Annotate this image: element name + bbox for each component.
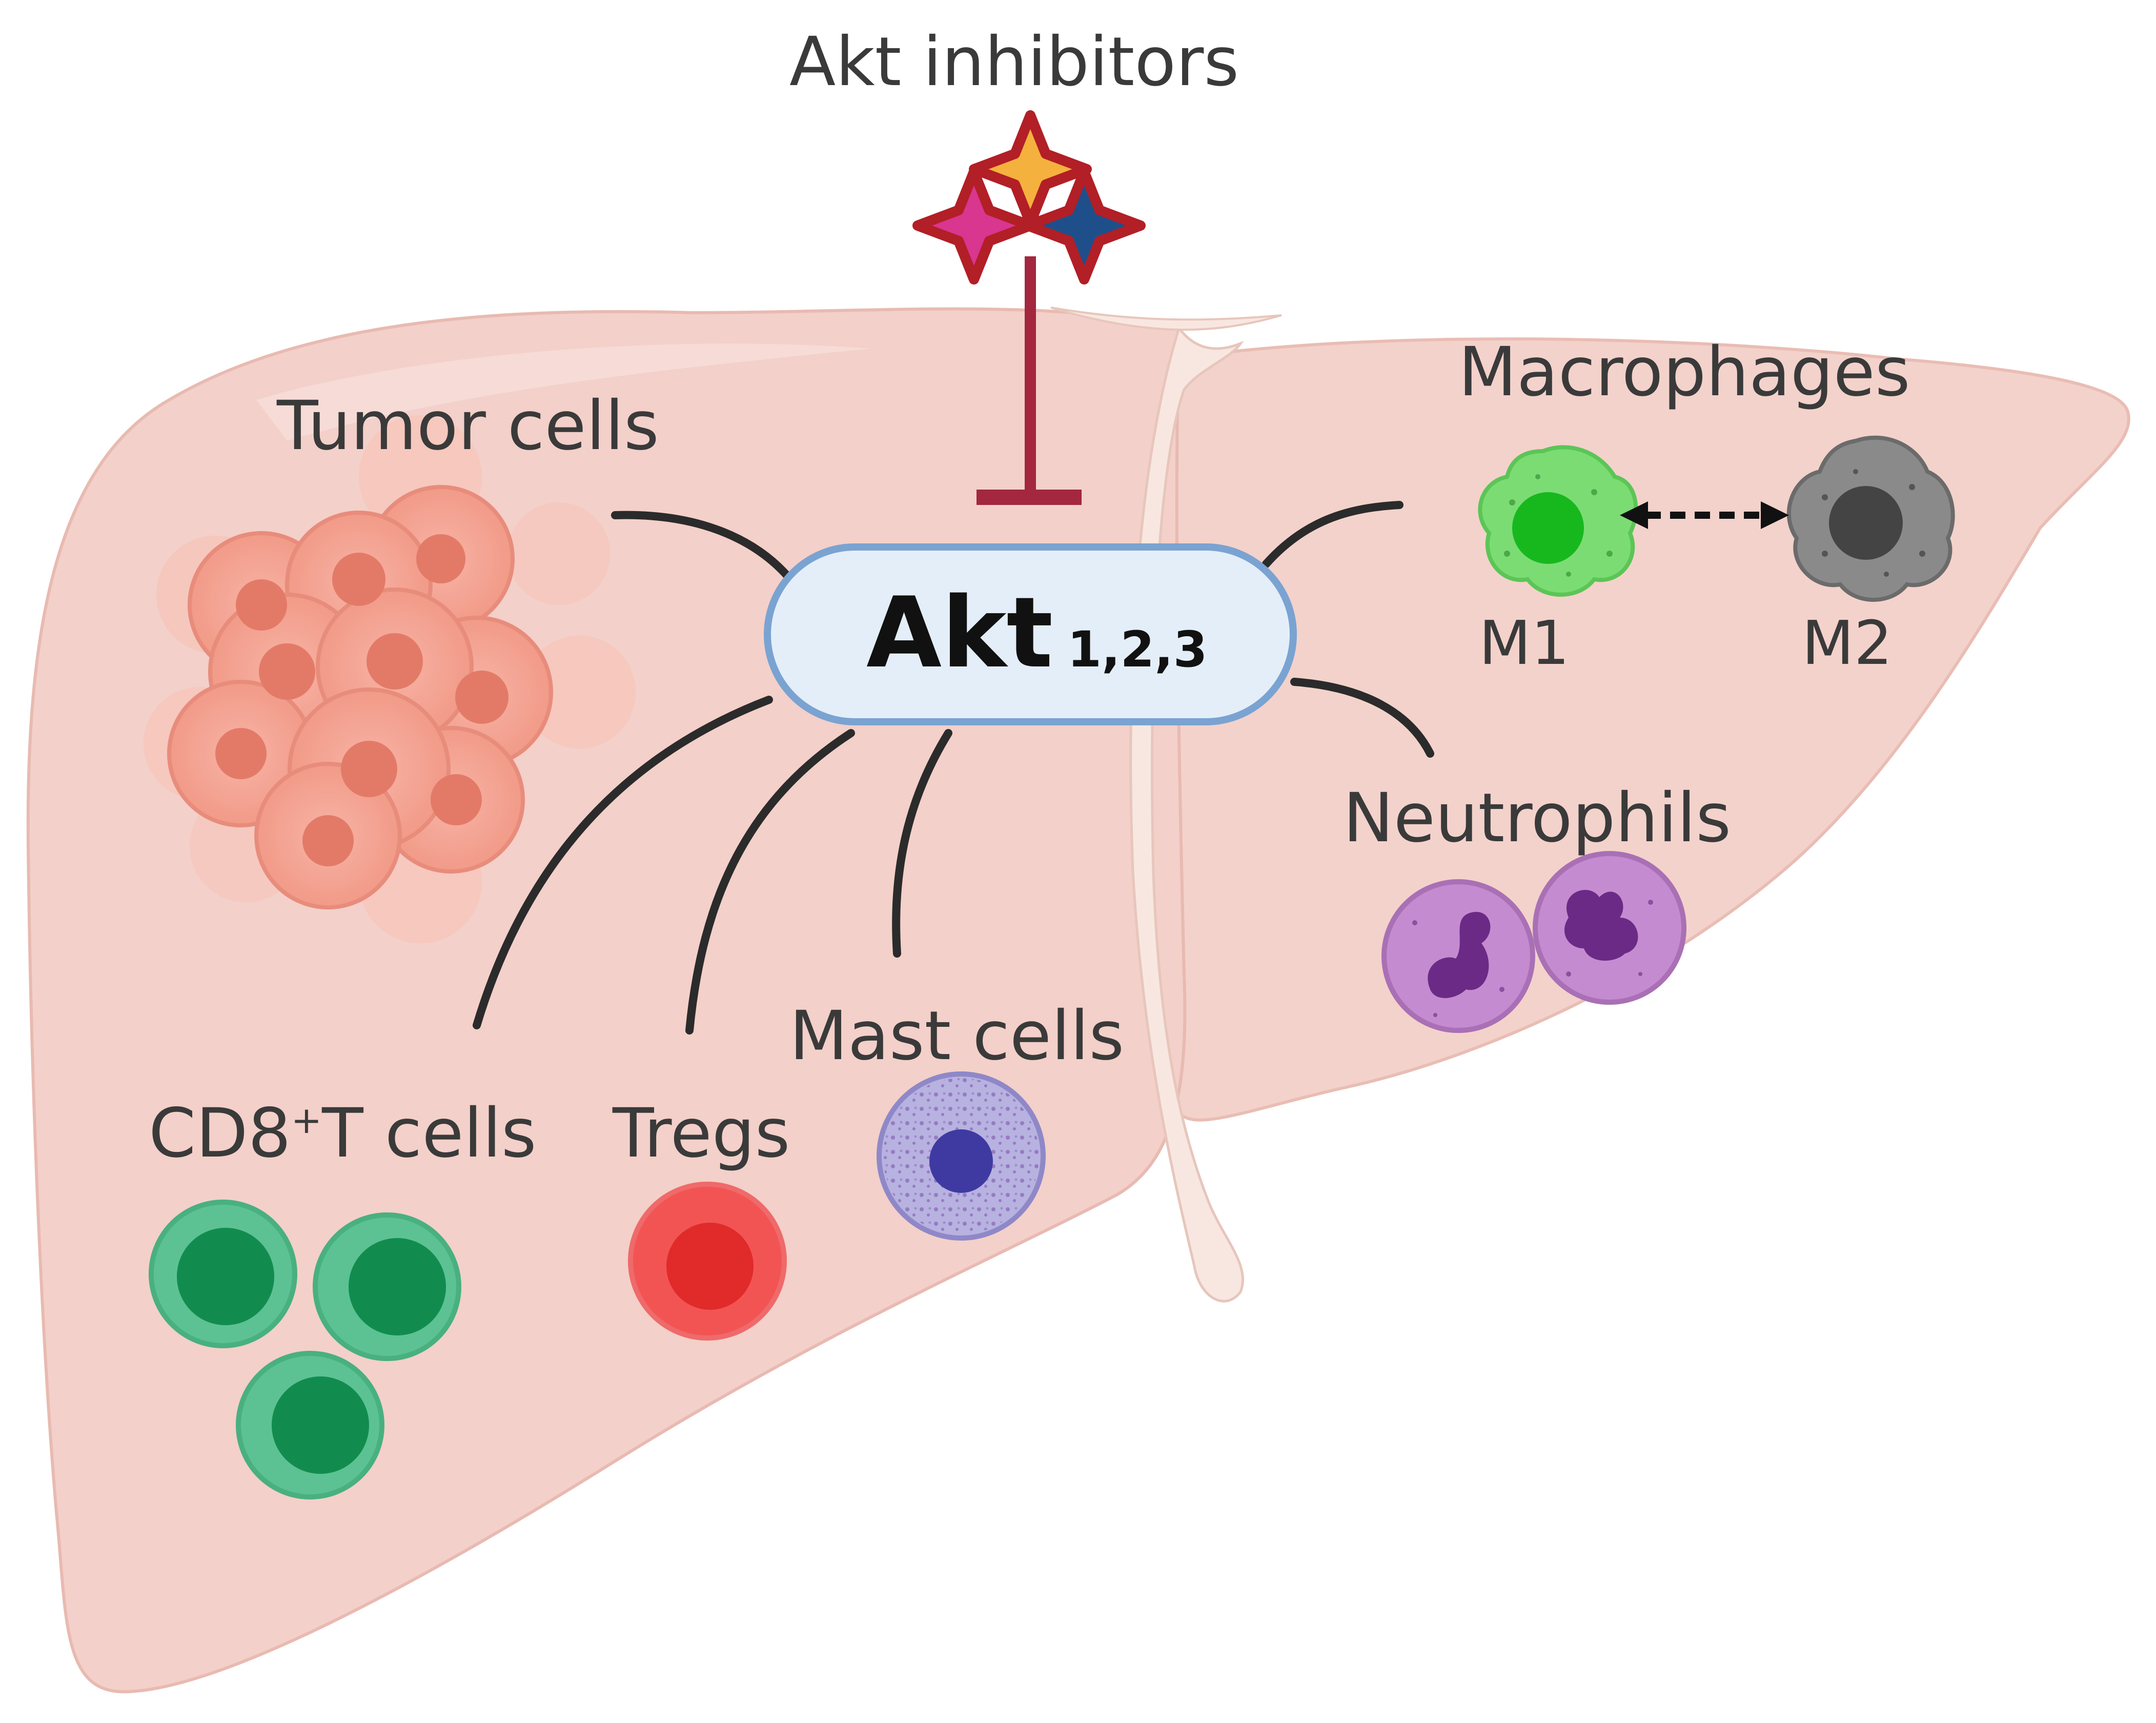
akt-isoforms-label: 1,2,3 <box>1067 621 1208 678</box>
macrophage-m1-icon <box>1478 445 1638 597</box>
connector-macrophages <box>1262 501 1404 568</box>
treg-cell-icon <box>628 1182 787 1341</box>
akt-node <box>764 543 1297 725</box>
star-magenta-icon <box>912 167 1035 285</box>
tumor-cells-icon <box>144 415 636 943</box>
connector-mast <box>892 729 952 958</box>
macrophages-label: Macrophages <box>1458 333 1910 412</box>
connector-cd8 <box>473 696 773 1029</box>
cd8-superscript: + <box>291 1099 322 1142</box>
m2-label: M2 <box>1802 607 1893 678</box>
cd8-suffix: T cells <box>322 1094 537 1173</box>
tumor-cells-label: Tumor cells <box>277 387 659 465</box>
polarization-arrow <box>1620 501 1789 529</box>
mast-cells-label: Mast cells <box>789 997 1125 1076</box>
connectors <box>473 501 1434 1035</box>
macrophage-m2-icon <box>1786 435 1955 602</box>
inhibition-arrow <box>977 256 1082 505</box>
connector-tregs <box>685 729 855 1035</box>
akt-inhibitors-label: Akt inhibitors <box>789 23 1239 102</box>
star-blue-icon <box>1023 167 1146 285</box>
cd8-prefix: CD8 <box>149 1094 291 1173</box>
tregs-label: Tregs <box>613 1094 790 1173</box>
cd8-t-cells-icon <box>149 1200 461 1499</box>
inhibitor-stars-icon <box>912 110 1146 285</box>
connector-tumor <box>611 511 799 589</box>
m1-label: M1 <box>1479 607 1570 678</box>
akt-label: Akt <box>866 576 1053 690</box>
falciform-ligament-top <box>1050 307 1282 331</box>
connector-neutrophils <box>1290 678 1434 758</box>
neutrophils-label: Neutrophils <box>1343 779 1732 858</box>
liver-highlight <box>256 343 871 441</box>
falciform-ligament <box>1129 325 1244 1303</box>
mast-cell-icon <box>877 1071 1046 1241</box>
neutrophils-icon <box>1381 851 1686 1033</box>
cd8-t-cells-label: CD8+T cells <box>149 1100 537 1167</box>
